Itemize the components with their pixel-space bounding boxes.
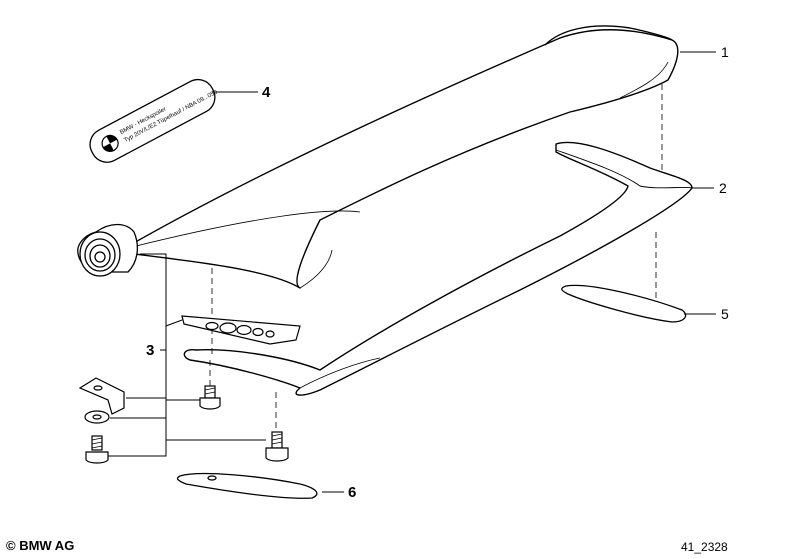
callout-4: 4 (262, 84, 271, 101)
leader-lines (108, 51, 716, 493)
lower-spoiler-base (183, 141, 693, 396)
upper-spoiler-wing (117, 25, 679, 289)
bolt-left (85, 435, 109, 464)
drawing-number: 41_2328 (681, 540, 728, 554)
bolt-mid (199, 385, 221, 410)
callout-1: 1 (721, 44, 729, 60)
callout-3: 3 (146, 342, 154, 359)
rubber-pad (561, 284, 687, 323)
round-grommet (77, 223, 139, 277)
alignment-lines (209, 84, 663, 430)
bolt-right (265, 431, 289, 462)
washer (84, 410, 110, 424)
callout-2: 2 (719, 180, 727, 196)
callout-6: 6 (348, 484, 356, 501)
clip-bracket (78, 377, 125, 415)
holed-bracket (181, 315, 301, 345)
callout-5: 5 (721, 306, 729, 322)
badge-plate: BMW - Heckspoiler Typ 20V/L/E2 Tüpelhauf… (89, 78, 219, 163)
gasket-strip (176, 472, 318, 499)
copyright-label: © BMW AG (6, 538, 75, 553)
